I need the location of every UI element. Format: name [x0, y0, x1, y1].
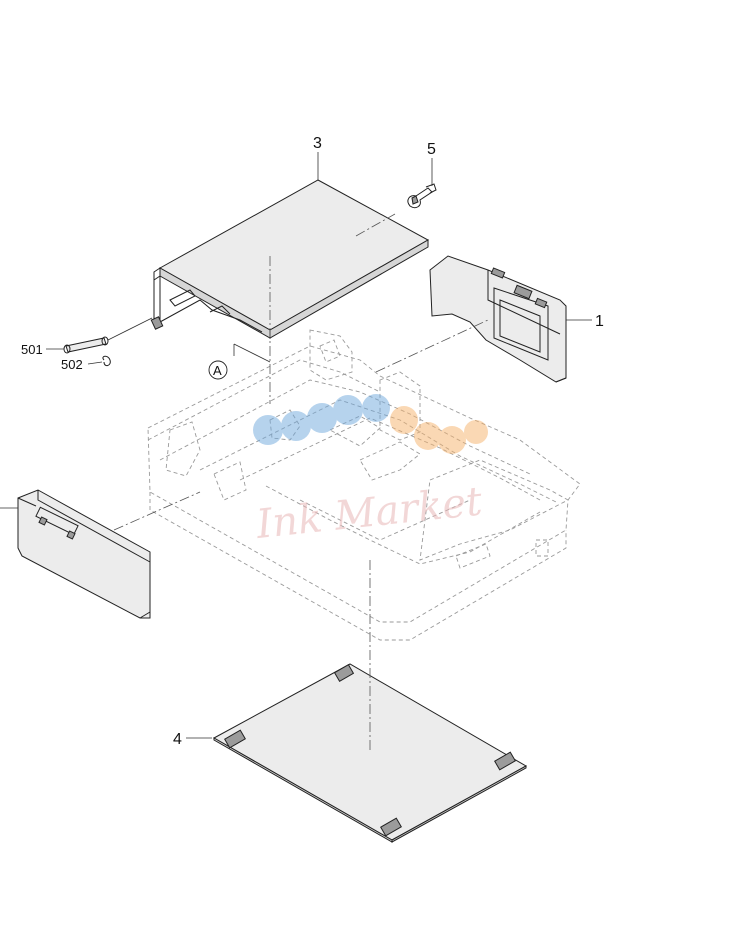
- callout-A: A: [213, 363, 222, 378]
- assembly-lines: [107, 256, 489, 752]
- watermark: [253, 394, 488, 454]
- callout-502: 502: [61, 357, 83, 372]
- callout-4: 4: [173, 731, 182, 748]
- left-front-cover[interactable]: [17, 489, 151, 619]
- callout-A-marker: A: [208, 360, 228, 380]
- part-5-latch[interactable]: [407, 183, 437, 209]
- callout-501: 501: [21, 342, 43, 357]
- callout-3: 3: [313, 135, 322, 152]
- part-1-right-cover[interactable]: [429, 255, 567, 383]
- watermark-text: Ink Market: [253, 478, 485, 548]
- part-502-spring[interactable]: [102, 355, 111, 367]
- callout-5: 5: [427, 141, 436, 158]
- part-4-bottom-pad[interactable]: [212, 663, 528, 843]
- part-501-pin[interactable]: [63, 336, 109, 354]
- callout-leaders: [0, 152, 592, 739]
- part-3-top-cover[interactable]: [150, 179, 430, 339]
- callout-1: 1: [595, 313, 604, 330]
